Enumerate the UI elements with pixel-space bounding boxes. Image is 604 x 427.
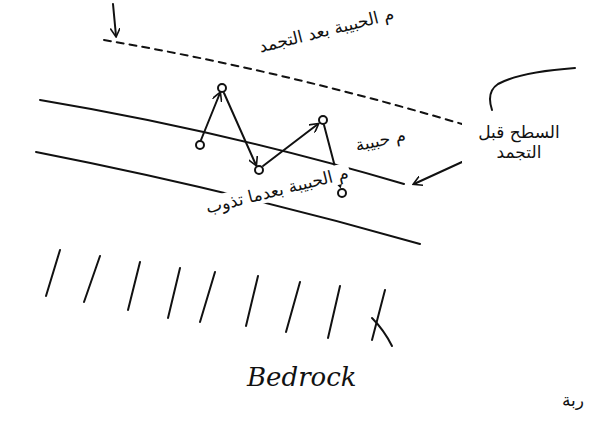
after-thaw-label: م الحبيبة بعدما تذوب: [202, 162, 353, 218]
particle: [338, 189, 346, 197]
bedrock-label: Bedrock: [245, 362, 359, 393]
settle-arrow: [224, 93, 256, 165]
bedrock-hatch: [46, 250, 385, 340]
heave-arrow: [201, 93, 220, 140]
leader-arrow: [414, 162, 462, 184]
leader-line: [372, 318, 392, 346]
particle: [319, 116, 327, 124]
particle: [196, 141, 204, 149]
frozen-surface-line: [104, 40, 462, 124]
edge-label: ربة: [560, 390, 586, 410]
curved-stroke: [490, 68, 575, 110]
particle-label: م حبيبة: [352, 125, 410, 156]
particle: [255, 166, 263, 174]
particle: [218, 84, 226, 92]
bedrock-top-line: [36, 152, 420, 244]
load-arrow: [113, 4, 116, 36]
heave-arrow: [263, 124, 318, 166]
surface-label: السطح قبل التجمد: [462, 122, 576, 163]
after-freeze-label: م الحبيبة بعد التجمد: [255, 3, 398, 57]
